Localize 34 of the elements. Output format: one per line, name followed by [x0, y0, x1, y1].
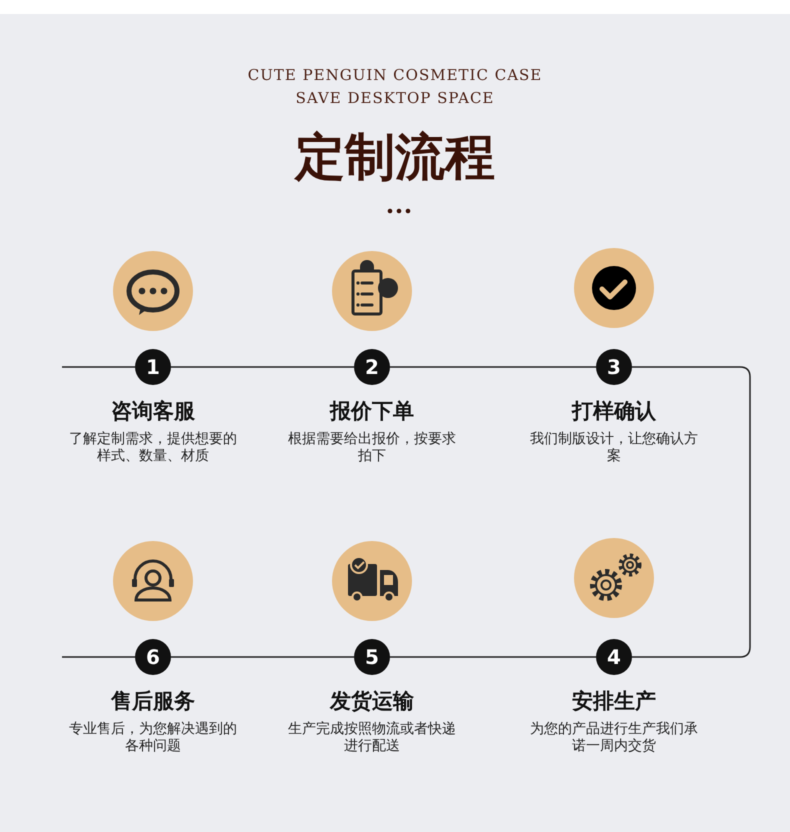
step-number: 4 — [607, 645, 621, 669]
step-heading: 售后服务 — [110, 688, 196, 715]
step-heading: 报价下单 — [328, 398, 415, 425]
step-number-circle — [354, 349, 390, 385]
step-heading: 打样确认 — [570, 398, 658, 425]
step-number-circle — [596, 349, 632, 385]
step-number-circle — [135, 639, 171, 675]
step-description: 了解定制需求，提供想要的样式、数量、材质 — [68, 431, 238, 465]
connector-line — [62, 656, 135, 658]
step-number-circle — [354, 639, 390, 675]
subtitle-text: CUTE PENGUIN COSMETIC CASE — [246, 66, 544, 84]
step-number-circle — [135, 349, 171, 385]
step-description: 根据需要给出报价，按要求拍下 — [287, 431, 457, 465]
step-description: 为您的产品进行生产我们承诺一周内交货 — [529, 721, 699, 755]
connector-line — [632, 366, 751, 658]
connector-line — [171, 366, 354, 368]
step-number: 3 — [607, 355, 621, 379]
step-description: 生产完成按照物流或者快递进行配送 — [287, 721, 457, 755]
subtitle-text: SAVE DESKTOP SPACE — [294, 89, 496, 107]
connector-line — [171, 656, 354, 658]
step-description: 我们制版设计，让您确认方案 — [529, 431, 699, 465]
step-number: 1 — [146, 355, 160, 379]
step-heading: 安排生产 — [571, 688, 657, 715]
step-number: 6 — [146, 645, 160, 669]
step-number: 5 — [365, 645, 379, 669]
page-title: 定制流程 — [293, 127, 496, 188]
connector-line — [62, 366, 135, 368]
step-heading: 发货运输 — [328, 688, 415, 715]
step-number: 2 — [365, 355, 379, 379]
step-heading: 咨询客服 — [110, 398, 196, 425]
step-description: 专业售后，为您解决遇到的各种问题 — [68, 721, 238, 755]
connector-line — [390, 656, 596, 658]
step-number-circle — [596, 639, 632, 675]
connector-line — [390, 366, 596, 368]
